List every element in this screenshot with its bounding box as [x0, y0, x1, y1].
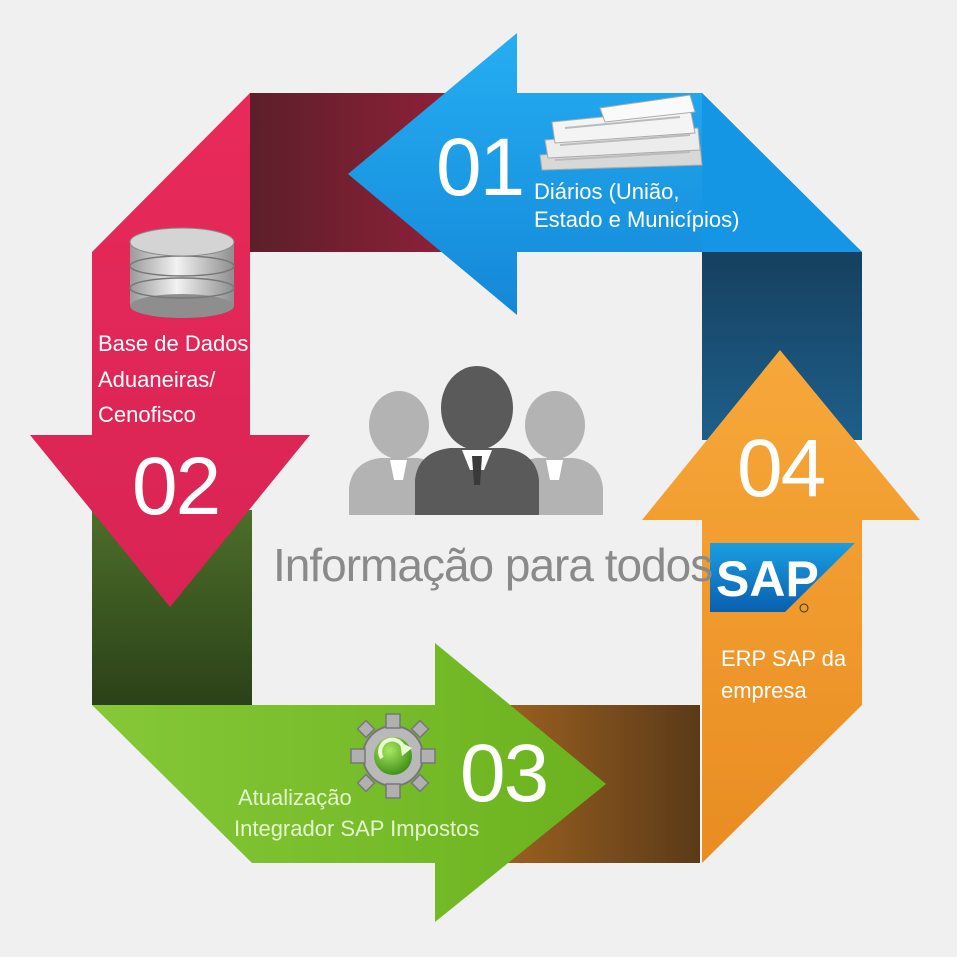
sap-logo: SAP [710, 543, 855, 613]
step-01-number: 01 [436, 122, 525, 213]
step-02-number: 02 [132, 441, 221, 532]
arrow-step-02 [30, 93, 310, 607]
center-title: Informação para todos [273, 539, 713, 591]
step-02-label-line-3: Cenofisco [98, 402, 196, 427]
band-right [702, 252, 862, 440]
step-02-label-line-2: Aduaneiras/ [98, 367, 216, 392]
step-01-label-line-1: Diários (União, [534, 179, 680, 204]
newspaper-stack-icon [539, 94, 703, 171]
step-01-label-line-2: Estado e Municípios) [534, 207, 740, 232]
step-04-number: 04 [737, 423, 826, 514]
step-04-label-line-1: ERP SAP da [721, 646, 847, 671]
database-icon [129, 227, 235, 318]
arrow-step-03 [92, 643, 606, 922]
sap-logo-text: SAP [716, 551, 819, 607]
step-03-label-line-1: Atualização [238, 785, 352, 810]
gear-refresh-icon [350, 713, 436, 799]
step-03-label-line-2: Integrador SAP Impostos [234, 816, 480, 841]
arrow-step-01-corner [702, 93, 862, 252]
step-04-label-line-2: empresa [721, 678, 807, 703]
people-group-icon [349, 366, 603, 515]
step-03-number: 03 [460, 728, 549, 819]
step-02-label-line-1: Base de Dados [98, 331, 249, 356]
